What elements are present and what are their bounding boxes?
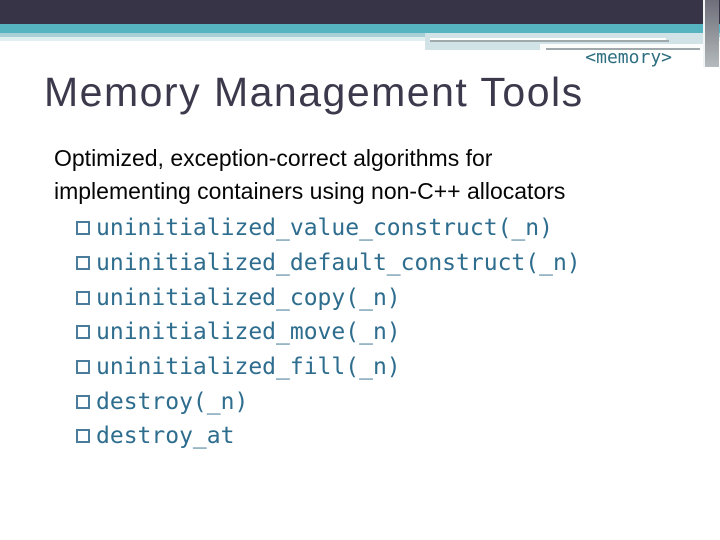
page-title: Memory Management Tools [44,69,584,115]
banner-teal-bar [0,24,720,33]
square-bullet-icon [76,394,90,409]
list-item-label: destroy_at [96,423,235,450]
list-item-label: uninitialized_value_construct(_n) [96,215,553,242]
body-line-2: implementing containers using non-C++ al… [54,178,566,204]
list-item-label: uninitialized_copy(_n) [96,284,401,311]
bullet-list: uninitialized_value_construct(_n) uninit… [76,211,581,454]
banner-white-line [430,38,666,40]
body-paragraph: Optimized, exception-correct algorithms … [54,142,565,208]
banner-fade-strip-1 [0,33,720,37]
square-bullet-icon [76,256,90,271]
list-item: destroy(_n) [76,384,581,419]
banner-white-block [540,44,706,50]
banner-vertical-bar [703,0,719,67]
body-line-1: Optimized, exception-correct algorithms … [54,145,493,171]
banner-gray-line [430,40,669,42]
banner-fade-strip-2 [0,37,720,41]
square-bullet-icon [76,290,90,305]
list-item: uninitialized_fill(_n) [76,350,581,385]
list-item: uninitialized_value_construct(_n) [76,211,581,246]
square-bullet-icon [76,429,90,444]
list-item: destroy_at [76,419,581,454]
list-item: uninitialized_copy(_n) [76,280,581,315]
header-code-label: <memory> [585,47,672,68]
list-item-label: uninitialized_default_construct(_n) [96,250,581,277]
square-bullet-icon [76,325,90,340]
list-item-label: uninitialized_fill(_n) [96,354,401,381]
banner-navy-bar [0,0,720,24]
banner-gray-line-2 [546,48,700,50]
list-item-label: uninitialized_move(_n) [96,319,401,346]
list-item: uninitialized_default_construct(_n) [76,246,581,281]
list-item: uninitialized_move(_n) [76,315,581,350]
square-bullet-icon [76,221,90,236]
list-item-label: destroy(_n) [96,388,249,415]
square-bullet-icon [76,360,90,375]
